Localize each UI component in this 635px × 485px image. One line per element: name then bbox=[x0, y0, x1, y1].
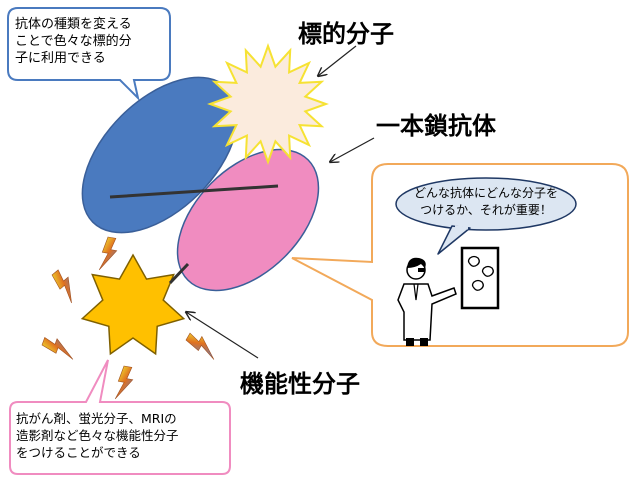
callout-bottom-line: 造影剤など色々な機能性分子 bbox=[16, 428, 179, 443]
lightning-bolt-icon bbox=[98, 236, 118, 271]
speech-bubble bbox=[395, 177, 577, 255]
functional-linker bbox=[168, 262, 190, 285]
antibody-pink-domain bbox=[176, 148, 320, 292]
callout-bottom-line: をつけることができる bbox=[16, 445, 141, 460]
lightning-bolt-icon bbox=[185, 332, 215, 360]
arrow-icon bbox=[330, 137, 375, 162]
antibody-linker-line bbox=[109, 184, 279, 199]
callout-top-text: 抗体の種類を変える ことで色々な標的分 子に利用できる bbox=[15, 16, 167, 67]
callout-top-line: 子に利用できる bbox=[15, 51, 106, 66]
lightning-bolt-icon bbox=[51, 269, 72, 304]
scientist-icon bbox=[397, 246, 500, 346]
arrow-icon bbox=[186, 312, 259, 359]
label-target-molecule: 標的分子 bbox=[298, 20, 394, 48]
callout-top-line: ことで色々な標的分 bbox=[15, 34, 132, 49]
speech-line: どんな抗体にどんな分子を bbox=[413, 186, 558, 200]
arrow-icon bbox=[318, 45, 357, 76]
target-molecule-star bbox=[207, 43, 329, 165]
callout-top-line: 抗体の種類を変える bbox=[15, 17, 132, 32]
label-functional-molecule: 機能性分子 bbox=[240, 370, 360, 398]
callout-bottom-line: 抗がん剤、蛍光分子、MRIの bbox=[16, 411, 177, 426]
functional-molecule-star bbox=[80, 253, 186, 356]
callout-bottom-box bbox=[9, 359, 231, 475]
lightning-bolt-icon bbox=[114, 365, 134, 400]
lightning-bolt-icon bbox=[41, 337, 74, 360]
speech-line: つけるか、それが重要！ bbox=[420, 203, 552, 217]
callout-bottom-text: 抗がん剤、蛍光分子、MRIの 造影剤など色々な機能性分子 をつけることができる bbox=[16, 410, 228, 461]
speech-bubble-text: どんな抗体にどんな分子を つけるか、それが重要！ bbox=[400, 185, 572, 219]
callout-top-box bbox=[7, 7, 171, 102]
label-single-chain-antibody: 一本鎖抗体 bbox=[376, 112, 496, 140]
